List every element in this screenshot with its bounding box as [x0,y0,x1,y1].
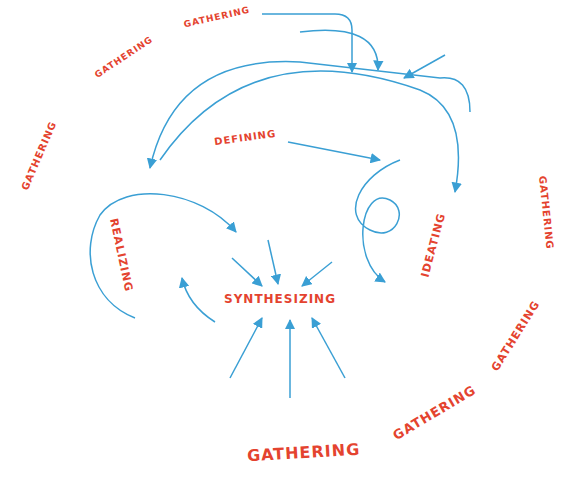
flow-arrow [160,71,458,192]
ring-label: GATHERING [488,296,545,376]
flow-arrow [232,258,262,286]
circle-outline [303,155,493,345]
flow-arrow [289,320,291,398]
ring-label: GATHERING [243,441,363,466]
ring-label: GATHERING [389,382,482,446]
phase-label: IDEATING [419,211,448,278]
ring-label: GATHERING [90,32,157,81]
flow-arrow [90,194,236,318]
phase-circle: SYNTHESIZING [180,222,380,422]
flow-arrow [230,318,262,378]
phase-label: DEFINING [213,128,276,148]
circle-outline [64,154,256,346]
phase-label: REALIZING [106,217,134,293]
flow-arrow [150,62,470,168]
flow-arrow [312,318,345,378]
ring-label: GATHERING [536,172,556,253]
ring-label: GATHERING [180,4,254,30]
gathering-ring [23,10,547,454]
ring-label: GATHERING [18,117,60,195]
phase-circle: REALIZING [64,154,256,346]
circle-outline [180,222,380,422]
flow-arrow [288,142,380,160]
flow-arrow [356,160,400,282]
phase-label: SYNTHESIZING [224,293,336,307]
phase-circle: DEFINING [138,24,306,192]
circle-outline [138,24,306,192]
flow-arrow [302,262,332,286]
phase-circle: IDEATING [303,155,493,345]
gathering-circle [269,14,441,186]
flow-arrow [182,278,215,322]
flow-arrow [268,240,278,284]
